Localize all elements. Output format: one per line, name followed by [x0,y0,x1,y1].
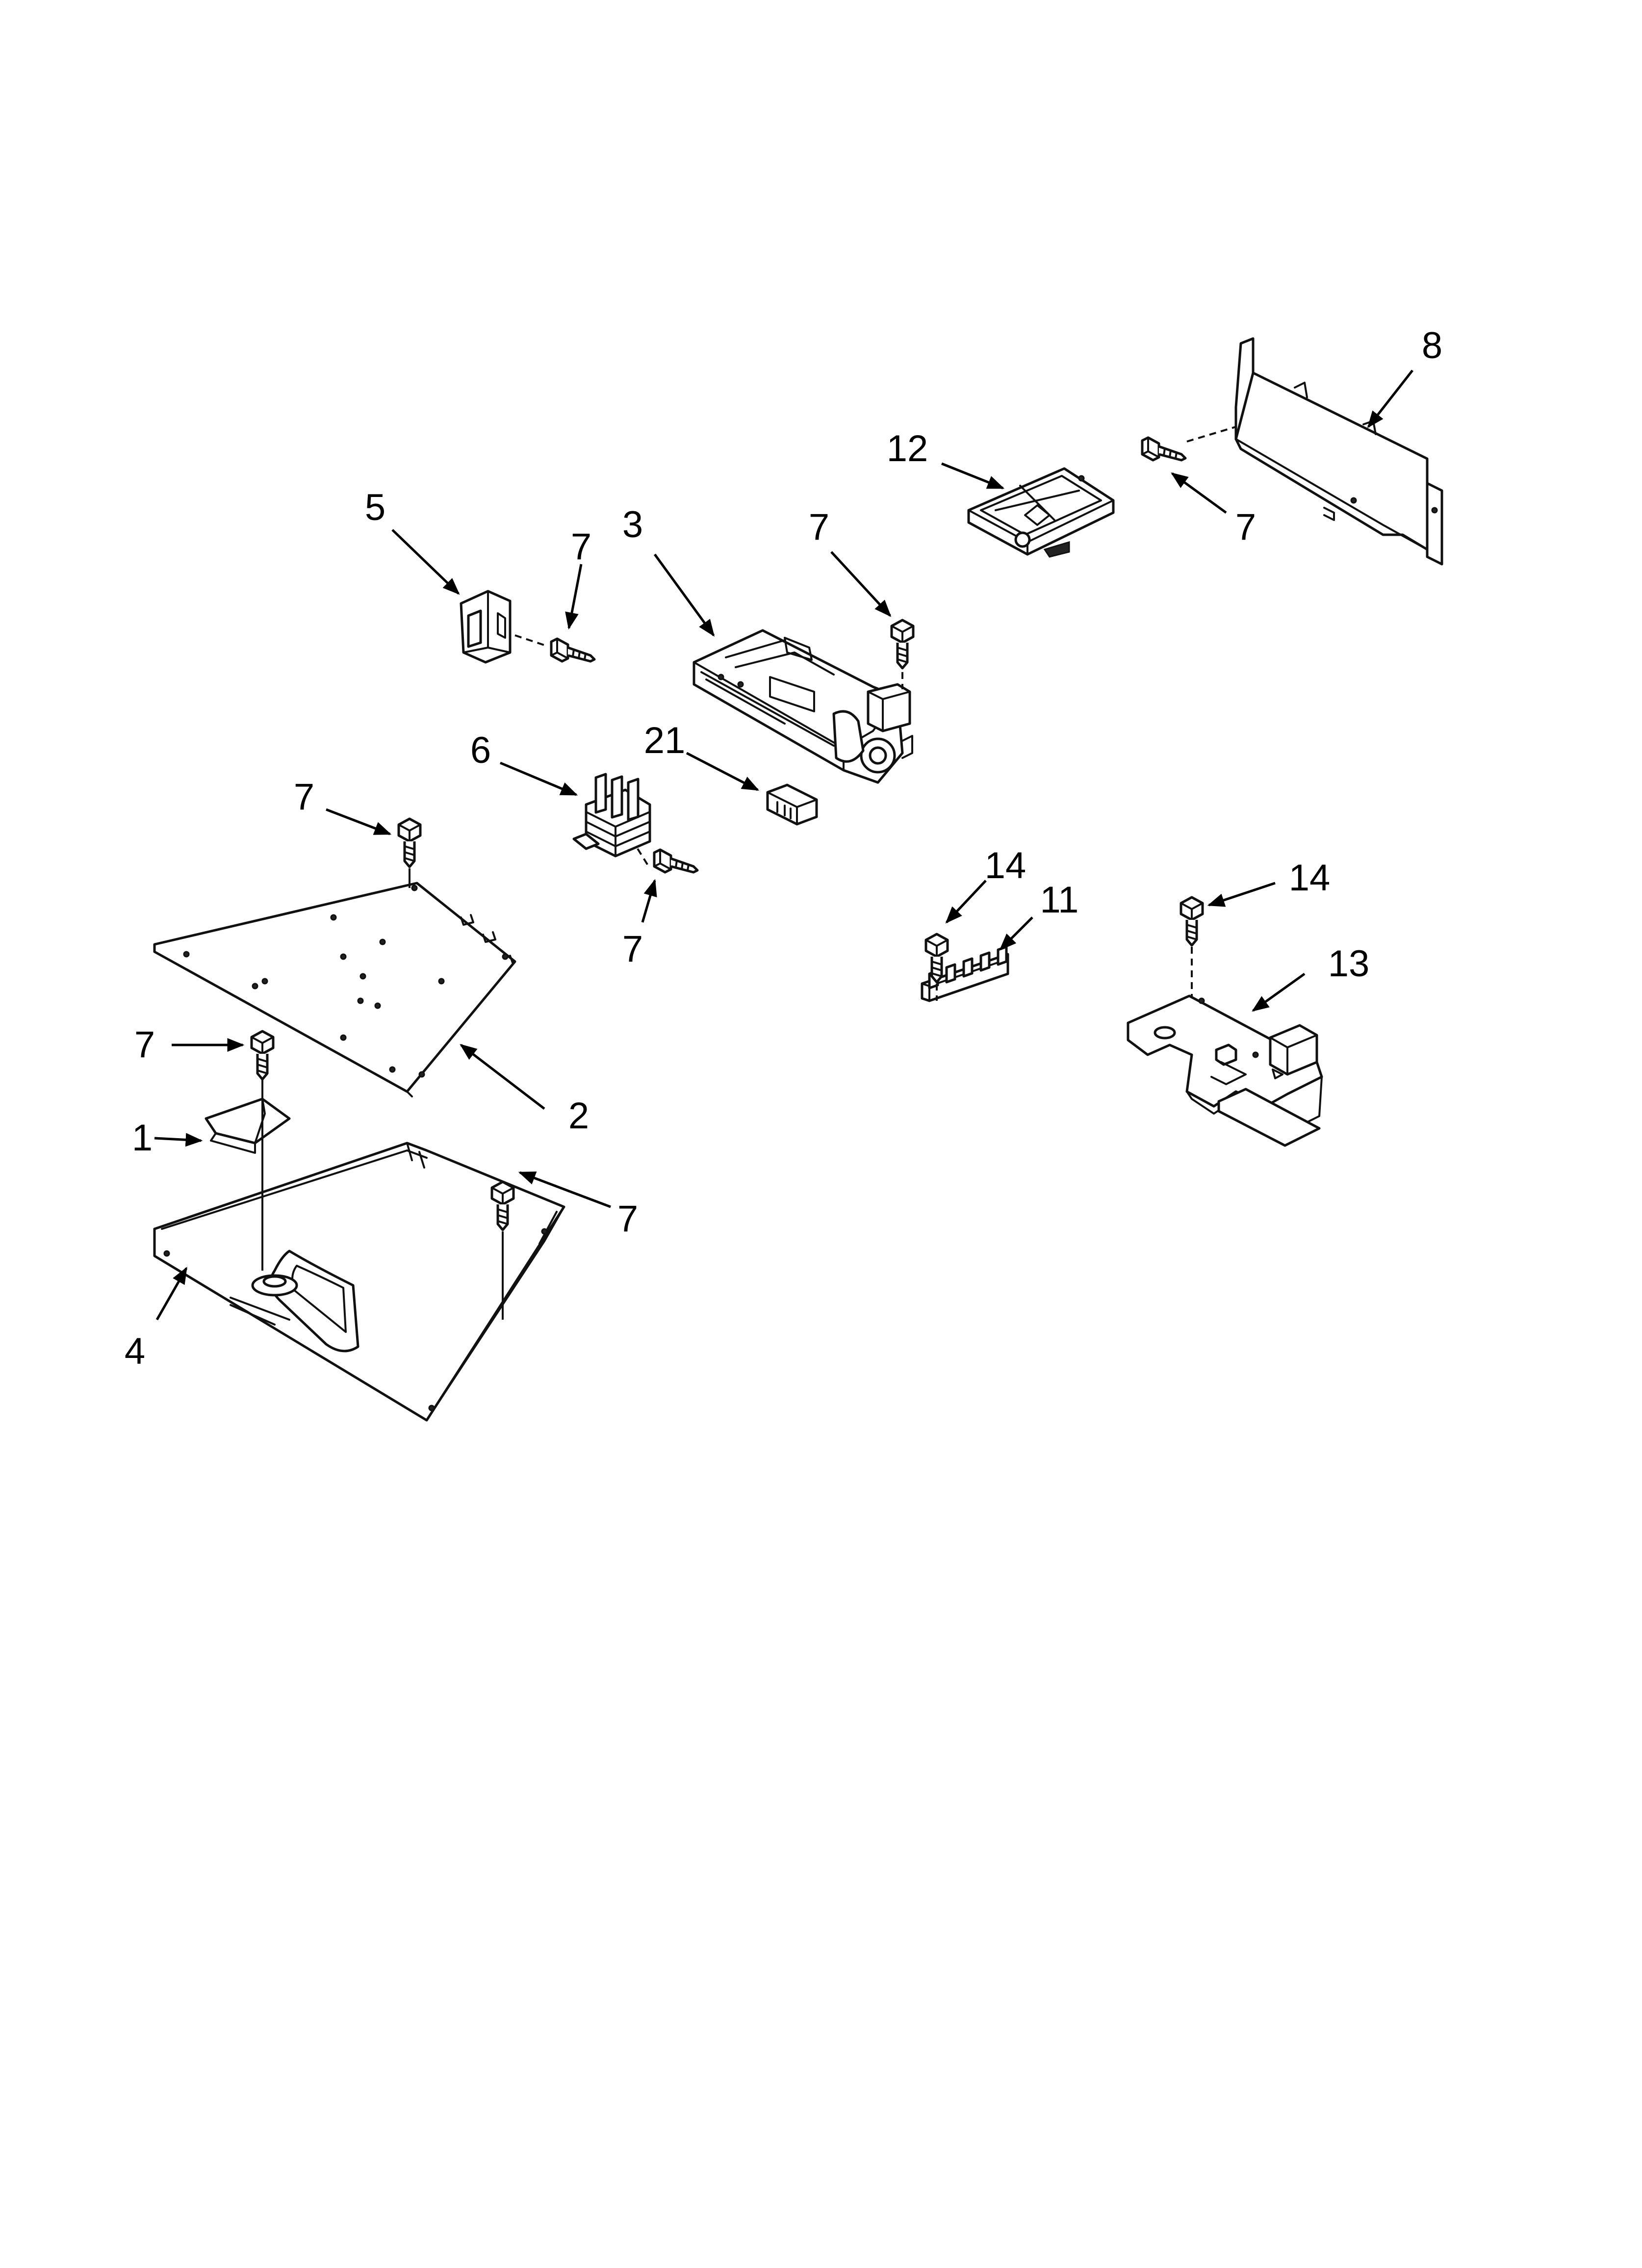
callout-7-panel-top: 7 [294,776,314,818]
part-6-transformer [572,773,651,869]
callout-7-transformer: 7 [622,928,643,970]
screw-7-module [892,620,913,668]
callout-7-switch: 7 [571,526,591,568]
callout-14-plate: 14 [1289,857,1331,899]
part-12-bracket [967,467,1115,558]
part-3-module [693,629,913,784]
part-4-base-tray [153,1142,565,1422]
callout-2: 2 [568,1095,589,1137]
callout-7-cover: 7 [134,1024,155,1066]
callout-8: 8 [1422,325,1442,366]
callout-6: 6 [470,730,491,771]
callout-7-panel-8: 7 [1235,506,1256,548]
part-8-panel [1234,337,1443,566]
callout-14-terminal: 14 [985,845,1026,886]
part-21-connector [766,783,818,826]
screw-14-plate [1181,897,1203,945]
callout-5: 5 [365,487,385,528]
callout-11: 11 [1040,879,1079,921]
callout-13: 13 [1328,943,1370,985]
callout-21: 21 [644,720,686,761]
callout-7-module: 7 [809,506,829,548]
screw-7-panel-8-guide [1186,426,1236,443]
callout-12: 12 [887,428,928,469]
callout-4: 4 [125,1330,145,1372]
part-13-plate [1127,994,1323,1147]
callout-3: 3 [622,504,643,546]
part-1-cover [205,1097,291,1154]
screw-7-left-switch [551,639,594,661]
screw-7-transformer [654,850,697,872]
screw-7-panel-top [399,819,420,867]
leader-lines [154,369,1413,1321]
part-2-panel [153,882,516,1097]
callout-7-tray: 7 [617,1198,638,1240]
callout-labels: 5 7 3 7 12 8 7 6 21 7 7 14 11 14 13 7 2 … [125,325,1442,1372]
part-5-switch [460,590,545,664]
screw-7-panel-8 [1142,438,1185,460]
screw-7-cover [252,1031,273,1079]
callout-1: 1 [132,1117,153,1159]
